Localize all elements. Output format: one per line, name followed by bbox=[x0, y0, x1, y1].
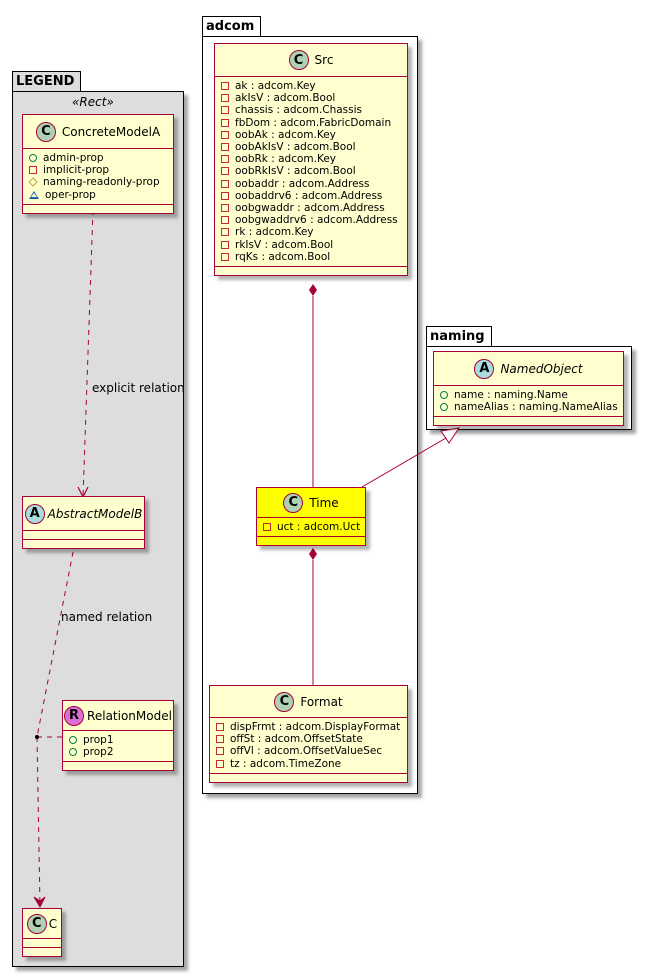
legend-package-tab: LEGEND bbox=[12, 71, 82, 92]
private-visibility-icon bbox=[221, 130, 229, 139]
attribute: rqKs : adcom.Bool bbox=[221, 251, 401, 263]
attribute: tz : adcom.TimeZone bbox=[216, 758, 401, 770]
attribute: chassis : adcom.Chassis bbox=[221, 104, 401, 116]
protected-visibility-icon bbox=[28, 177, 38, 187]
class-badge-icon: C bbox=[26, 913, 47, 934]
private-visibility-icon bbox=[221, 191, 229, 200]
private-visibility-icon bbox=[221, 82, 229, 91]
attribute: rkIsV : adcom.Bool bbox=[221, 238, 401, 251]
named-relation-arrowhead bbox=[33, 896, 46, 909]
package-visibility-icon bbox=[29, 190, 39, 199]
attribute: oobaddrv6 : adcom.Address bbox=[221, 190, 401, 202]
attribute: oobAkIsV : adcom.Bool bbox=[221, 141, 401, 153]
legend-package-name: LEGEND bbox=[16, 74, 75, 89]
private-visibility-icon bbox=[221, 203, 229, 212]
private-visibility-icon bbox=[221, 118, 229, 127]
association-point bbox=[35, 735, 39, 739]
time-format-diamond bbox=[309, 548, 317, 560]
public-visibility-icon bbox=[440, 403, 448, 412]
class-name: C bbox=[48, 916, 58, 931]
class-name: Format bbox=[300, 694, 343, 709]
attribute: admin-prop bbox=[29, 152, 167, 164]
public-visibility-icon bbox=[69, 748, 77, 757]
abstract-badge-icon: A bbox=[24, 503, 45, 524]
public-visibility-icon bbox=[69, 736, 77, 745]
attribute: rk : adcom.Key bbox=[221, 226, 401, 238]
class-named-object[interactable]: A NamedObject name : naming.Name nameAli… bbox=[433, 351, 624, 427]
named-relation-line-2 bbox=[36, 736, 41, 907]
attribute: oobRkIsV : adcom.Bool bbox=[221, 165, 401, 177]
public-visibility-icon bbox=[440, 391, 448, 400]
private-visibility-icon bbox=[221, 228, 229, 237]
private-visibility-icon bbox=[216, 759, 224, 768]
class-name: RelationModel bbox=[87, 708, 172, 723]
private-visibility-icon bbox=[221, 240, 229, 249]
explicit-relation-label: explicit relation bbox=[92, 381, 185, 395]
naming-package-name: naming bbox=[430, 329, 485, 344]
attribute: ak : adcom.Key bbox=[221, 80, 401, 92]
private-visibility-icon bbox=[221, 216, 229, 225]
class-concrete-model-a[interactable]: C ConcreteModelA admin-prop implicit-pro… bbox=[22, 114, 174, 214]
time-namedobject-line bbox=[361, 437, 447, 488]
src-time-diamond bbox=[309, 284, 317, 296]
attribute: prop2 bbox=[69, 746, 167, 758]
attribute: akIsV : adcom.Bool bbox=[221, 92, 401, 104]
class-name: Time bbox=[309, 495, 339, 510]
abstract-badge-icon: A bbox=[474, 358, 495, 379]
attribute: name : naming.Name bbox=[440, 389, 617, 401]
attribute: offSt : adcom.OffsetState bbox=[216, 733, 401, 745]
explicit-relation-line bbox=[82, 209, 94, 498]
attribute: oobgwaddrv6 : adcom.Address bbox=[221, 214, 401, 226]
attribute: uct : adcom.Uct bbox=[263, 521, 360, 533]
attribute: fbDom : adcom.FabricDomain bbox=[221, 117, 401, 129]
attribute: oobRk : adcom.Key bbox=[221, 153, 401, 165]
class-abstract-model-b[interactable]: A AbstractModelB bbox=[22, 496, 145, 549]
attribute: dispFrmt : adcom.DisplayFormat bbox=[216, 721, 401, 733]
class-name: NamedObject bbox=[500, 361, 583, 376]
attribute: oobAk : adcom.Key bbox=[221, 129, 401, 141]
attribute: prop1 bbox=[69, 734, 167, 746]
naming-package-tab: naming bbox=[426, 326, 492, 347]
private-visibility-icon bbox=[221, 167, 229, 176]
named-relation-label: named relation bbox=[61, 610, 153, 624]
class-badge-icon: C bbox=[274, 691, 295, 712]
attribute: oobgwaddr : adcom.Address bbox=[221, 202, 401, 214]
attribute: naming-readonly-prop bbox=[28, 176, 167, 188]
relation-badge-icon: R bbox=[64, 705, 85, 726]
class-name: Src bbox=[314, 53, 334, 67]
private-visibility-icon bbox=[263, 523, 271, 532]
class-badge-icon: C bbox=[283, 492, 304, 513]
class-name: ConcreteModelA bbox=[61, 124, 161, 139]
private-visibility-icon bbox=[221, 94, 229, 103]
class-name: AbstractModelB bbox=[47, 506, 143, 521]
private-visibility-icon bbox=[221, 155, 229, 164]
class-badge-icon: C bbox=[35, 121, 56, 142]
private-visibility-icon bbox=[216, 735, 224, 744]
private-visibility-icon bbox=[216, 747, 224, 756]
private-visibility-icon bbox=[221, 252, 229, 261]
private-visibility-icon bbox=[29, 166, 37, 175]
class-c[interactable]: C C bbox=[22, 908, 62, 957]
inheritance-arrowhead bbox=[440, 427, 461, 444]
adcom-package-name: adcom bbox=[206, 19, 255, 34]
private-visibility-icon bbox=[221, 143, 229, 152]
adcom-package-tab: adcom bbox=[202, 16, 262, 37]
attribute: implicit-prop bbox=[29, 164, 167, 176]
legend-stereotype: «Rect» bbox=[72, 95, 114, 109]
private-visibility-icon bbox=[221, 179, 229, 188]
attribute: oper-prop bbox=[29, 189, 167, 201]
class-format[interactable]: C Format dispFrmt : adcom.DisplayFormat … bbox=[209, 685, 408, 783]
attribute: oobaddr : adcom.Address bbox=[221, 178, 401, 190]
public-visibility-icon bbox=[29, 154, 37, 163]
class-relation-model[interactable]: R RelationModel prop1 prop2 bbox=[62, 700, 174, 772]
private-visibility-icon bbox=[216, 723, 224, 732]
attribute: offVl : adcom.OffsetValueSec bbox=[216, 745, 401, 757]
class-badge-icon: C bbox=[288, 50, 309, 70]
attribute: nameAlias : naming.NameAlias bbox=[440, 401, 618, 413]
named-relation-line-1 bbox=[36, 541, 76, 738]
class-time[interactable]: C Time uct : adcom.Uct bbox=[256, 487, 366, 547]
private-visibility-icon bbox=[221, 106, 229, 115]
